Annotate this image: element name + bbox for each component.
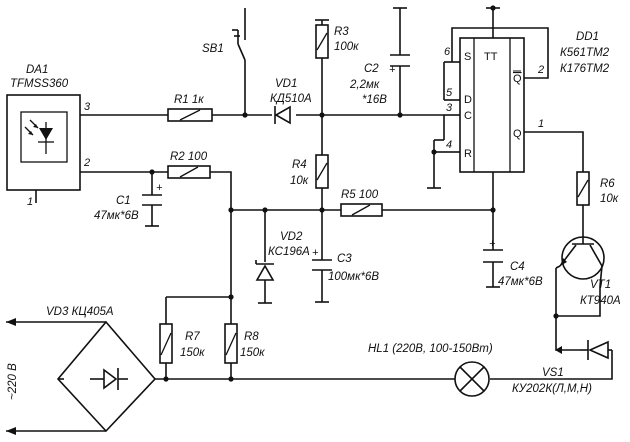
vd2-zener xyxy=(255,260,275,281)
da1-pin3: 3 xyxy=(84,101,91,113)
c1-capacitor: + xyxy=(142,182,163,206)
c1-value: 47мк*6В xyxy=(94,210,139,222)
svg-text:+: + xyxy=(389,64,396,76)
c4-capacitor: + xyxy=(483,238,503,263)
c2-capacitor: + xyxy=(389,54,410,76)
dd1-pin-q: Q xyxy=(513,128,522,140)
c2-rating: *16В xyxy=(362,94,387,106)
da1-pin2: 2 xyxy=(83,157,90,169)
dd1-pin-r: R xyxy=(464,148,472,160)
vd1-part: КД510А xyxy=(270,93,312,105)
r6-resistor xyxy=(576,171,590,206)
da1-part: TFMSS360 xyxy=(10,78,69,90)
c3-capacitor: + xyxy=(312,247,332,271)
vd1-ref: VD1 xyxy=(275,78,297,90)
vs1-thyristor xyxy=(555,340,609,360)
da1-pin1: 1 xyxy=(27,196,33,208)
r8-value: 150к xyxy=(240,347,265,359)
vs1-part: КУ202К(Л,М,Н) xyxy=(512,383,592,395)
vd2-part: КС196А xyxy=(268,246,310,258)
c3-ref: C3 xyxy=(337,253,352,265)
dd1-part2: К176ТМ2 xyxy=(560,63,610,75)
r3-value: 100к xyxy=(334,41,359,53)
c2-value: 2,2мк xyxy=(349,79,380,91)
r4-resistor xyxy=(315,154,329,189)
vt1-part: КТ940А xyxy=(580,295,621,307)
r5-label: R5 100 xyxy=(341,189,379,201)
r5-resistor xyxy=(340,203,383,217)
dd1-num3: 3 xyxy=(446,102,453,114)
r2-label: R2 100 xyxy=(170,151,208,163)
c4-ref: C4 xyxy=(510,261,525,273)
r3-resistor xyxy=(315,24,329,59)
dd1-pin-qbar: Q xyxy=(513,73,522,85)
dd1-pin-s: S xyxy=(464,51,471,63)
c1-ref: C1 xyxy=(116,195,131,207)
sb1-button xyxy=(232,8,246,61)
r8-ref: R8 xyxy=(244,331,259,343)
vt1-transistor xyxy=(555,236,605,287)
r3-ref: R3 xyxy=(334,26,349,38)
dd1-num6: 6 xyxy=(444,46,451,58)
r4-value: 10к xyxy=(290,175,309,187)
ground-marks xyxy=(145,7,500,304)
r7-ref: R7 xyxy=(185,331,200,343)
r2-resistor xyxy=(167,165,211,179)
c2-ref: C2 xyxy=(364,63,379,75)
vd2-ref: VD2 xyxy=(280,231,303,243)
r6-value: 10к xyxy=(600,193,619,205)
c3-value: 100мк*6В xyxy=(328,271,379,283)
hl1-label: HL1 (220В, 100-150Вт) xyxy=(368,343,493,355)
vd1-diode xyxy=(274,105,291,125)
vs1-ref: VS1 xyxy=(542,367,564,379)
junction-dots xyxy=(149,5,559,382)
dd1-num5: 5 xyxy=(446,87,453,99)
r4-ref: R4 xyxy=(292,159,307,171)
c4-value: 47мк*6В xyxy=(498,276,543,288)
dd1-ref: DD1 xyxy=(576,31,599,43)
svg-text:+: + xyxy=(312,247,319,259)
r6-ref: R6 xyxy=(600,178,615,190)
r8-resistor xyxy=(224,323,238,364)
dd1-block-tt: TT xyxy=(484,51,498,63)
r1-resistor xyxy=(167,108,213,122)
da1-module xyxy=(6,94,81,203)
svg-text:+: + xyxy=(489,238,496,250)
mains-label: ~220 В xyxy=(7,363,19,400)
da1-ref: DA1 xyxy=(26,64,48,76)
dd1-ic xyxy=(459,37,525,173)
dd1-pin-d: D xyxy=(464,94,472,106)
hl1-lamp xyxy=(454,361,490,397)
vd3-bridge xyxy=(56,320,157,433)
r1-label: R1 1к xyxy=(174,94,204,106)
mains-terminals xyxy=(6,318,16,435)
sb1-ref: SB1 xyxy=(202,43,224,55)
dd1-num4: 4 xyxy=(446,139,452,151)
r7-value: 150к xyxy=(180,347,205,359)
dd1-num2: 2 xyxy=(537,64,544,76)
vt1-ref: VT1 xyxy=(590,279,611,291)
wires xyxy=(6,8,613,432)
dd1-num1: 1 xyxy=(538,118,544,130)
r7-resistor xyxy=(159,323,173,364)
vd3-label: VD3 КЦ405А xyxy=(46,306,114,318)
dd1-pin-c: C xyxy=(464,110,472,122)
svg-text:+: + xyxy=(156,182,163,194)
dd1-part1: К561ТМ2 xyxy=(560,47,610,59)
